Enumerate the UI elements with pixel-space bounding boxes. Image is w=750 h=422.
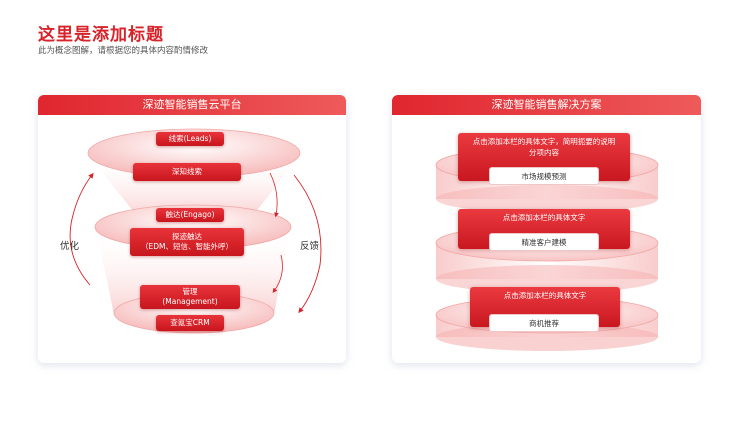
right-panel: 深迹智能销售解决方案 点击添加本栏的具体文字，简明扼要的说明 分 bbox=[392, 95, 701, 363]
feedback-arrow bbox=[293, 174, 322, 314]
tier-2-label: 精准客户建模 bbox=[490, 234, 598, 250]
right-panel-title: 深迹智能销售解决方案 bbox=[392, 95, 701, 115]
tier-3-label: 商机推荐 bbox=[490, 315, 598, 331]
tier-2-text-line1: 点击添加本栏的具体文字 bbox=[502, 213, 586, 222]
tier-1-text-line2: 分项内容 bbox=[529, 147, 559, 157]
leads-button[interactable]: 线索(Leads) bbox=[156, 132, 224, 146]
tier-1-label: 市场规模预测 bbox=[490, 168, 598, 184]
left-panel: 深迹智能销售云平台 bbox=[38, 95, 346, 363]
crm-box: 查氪宝CRM bbox=[156, 315, 224, 331]
tanji-touch-line2: （EDM、短信、智能外呼） bbox=[141, 242, 233, 251]
page-title: 这里是添加标题 bbox=[38, 25, 164, 45]
tanji-touch-box: 探迹触达 （EDM、短信、智能外呼） bbox=[130, 228, 244, 256]
funnel-arrow-1 bbox=[269, 172, 279, 218]
engage-button[interactable]: 触达(Engago) bbox=[156, 208, 224, 222]
left-panel-title: 深迹智能销售云平台 bbox=[38, 95, 346, 115]
feedback-label: 反馈 bbox=[300, 241, 320, 252]
management-line1: 管理 bbox=[182, 287, 198, 297]
tier-3-text-line1: 点击添加本栏的具体文字 bbox=[503, 291, 587, 300]
page-subtitle: 此为概念图解，请根据您的具体内容酌情修改 bbox=[38, 46, 209, 56]
funnel-arrow-2 bbox=[272, 254, 283, 293]
management-box: 管理 (Management) bbox=[140, 285, 240, 309]
optimize-arrow bbox=[69, 172, 94, 286]
optimize-label: 优化 bbox=[60, 241, 80, 252]
tier-1-text-line1: 点击添加本栏的具体文字，简明扼要的说明 bbox=[472, 137, 616, 146]
shenzhi-leads-box: 深知线索 bbox=[133, 163, 241, 181]
management-line2: (Management) bbox=[162, 297, 218, 306]
tanji-touch-line1: 探迹触达 bbox=[172, 232, 202, 242]
